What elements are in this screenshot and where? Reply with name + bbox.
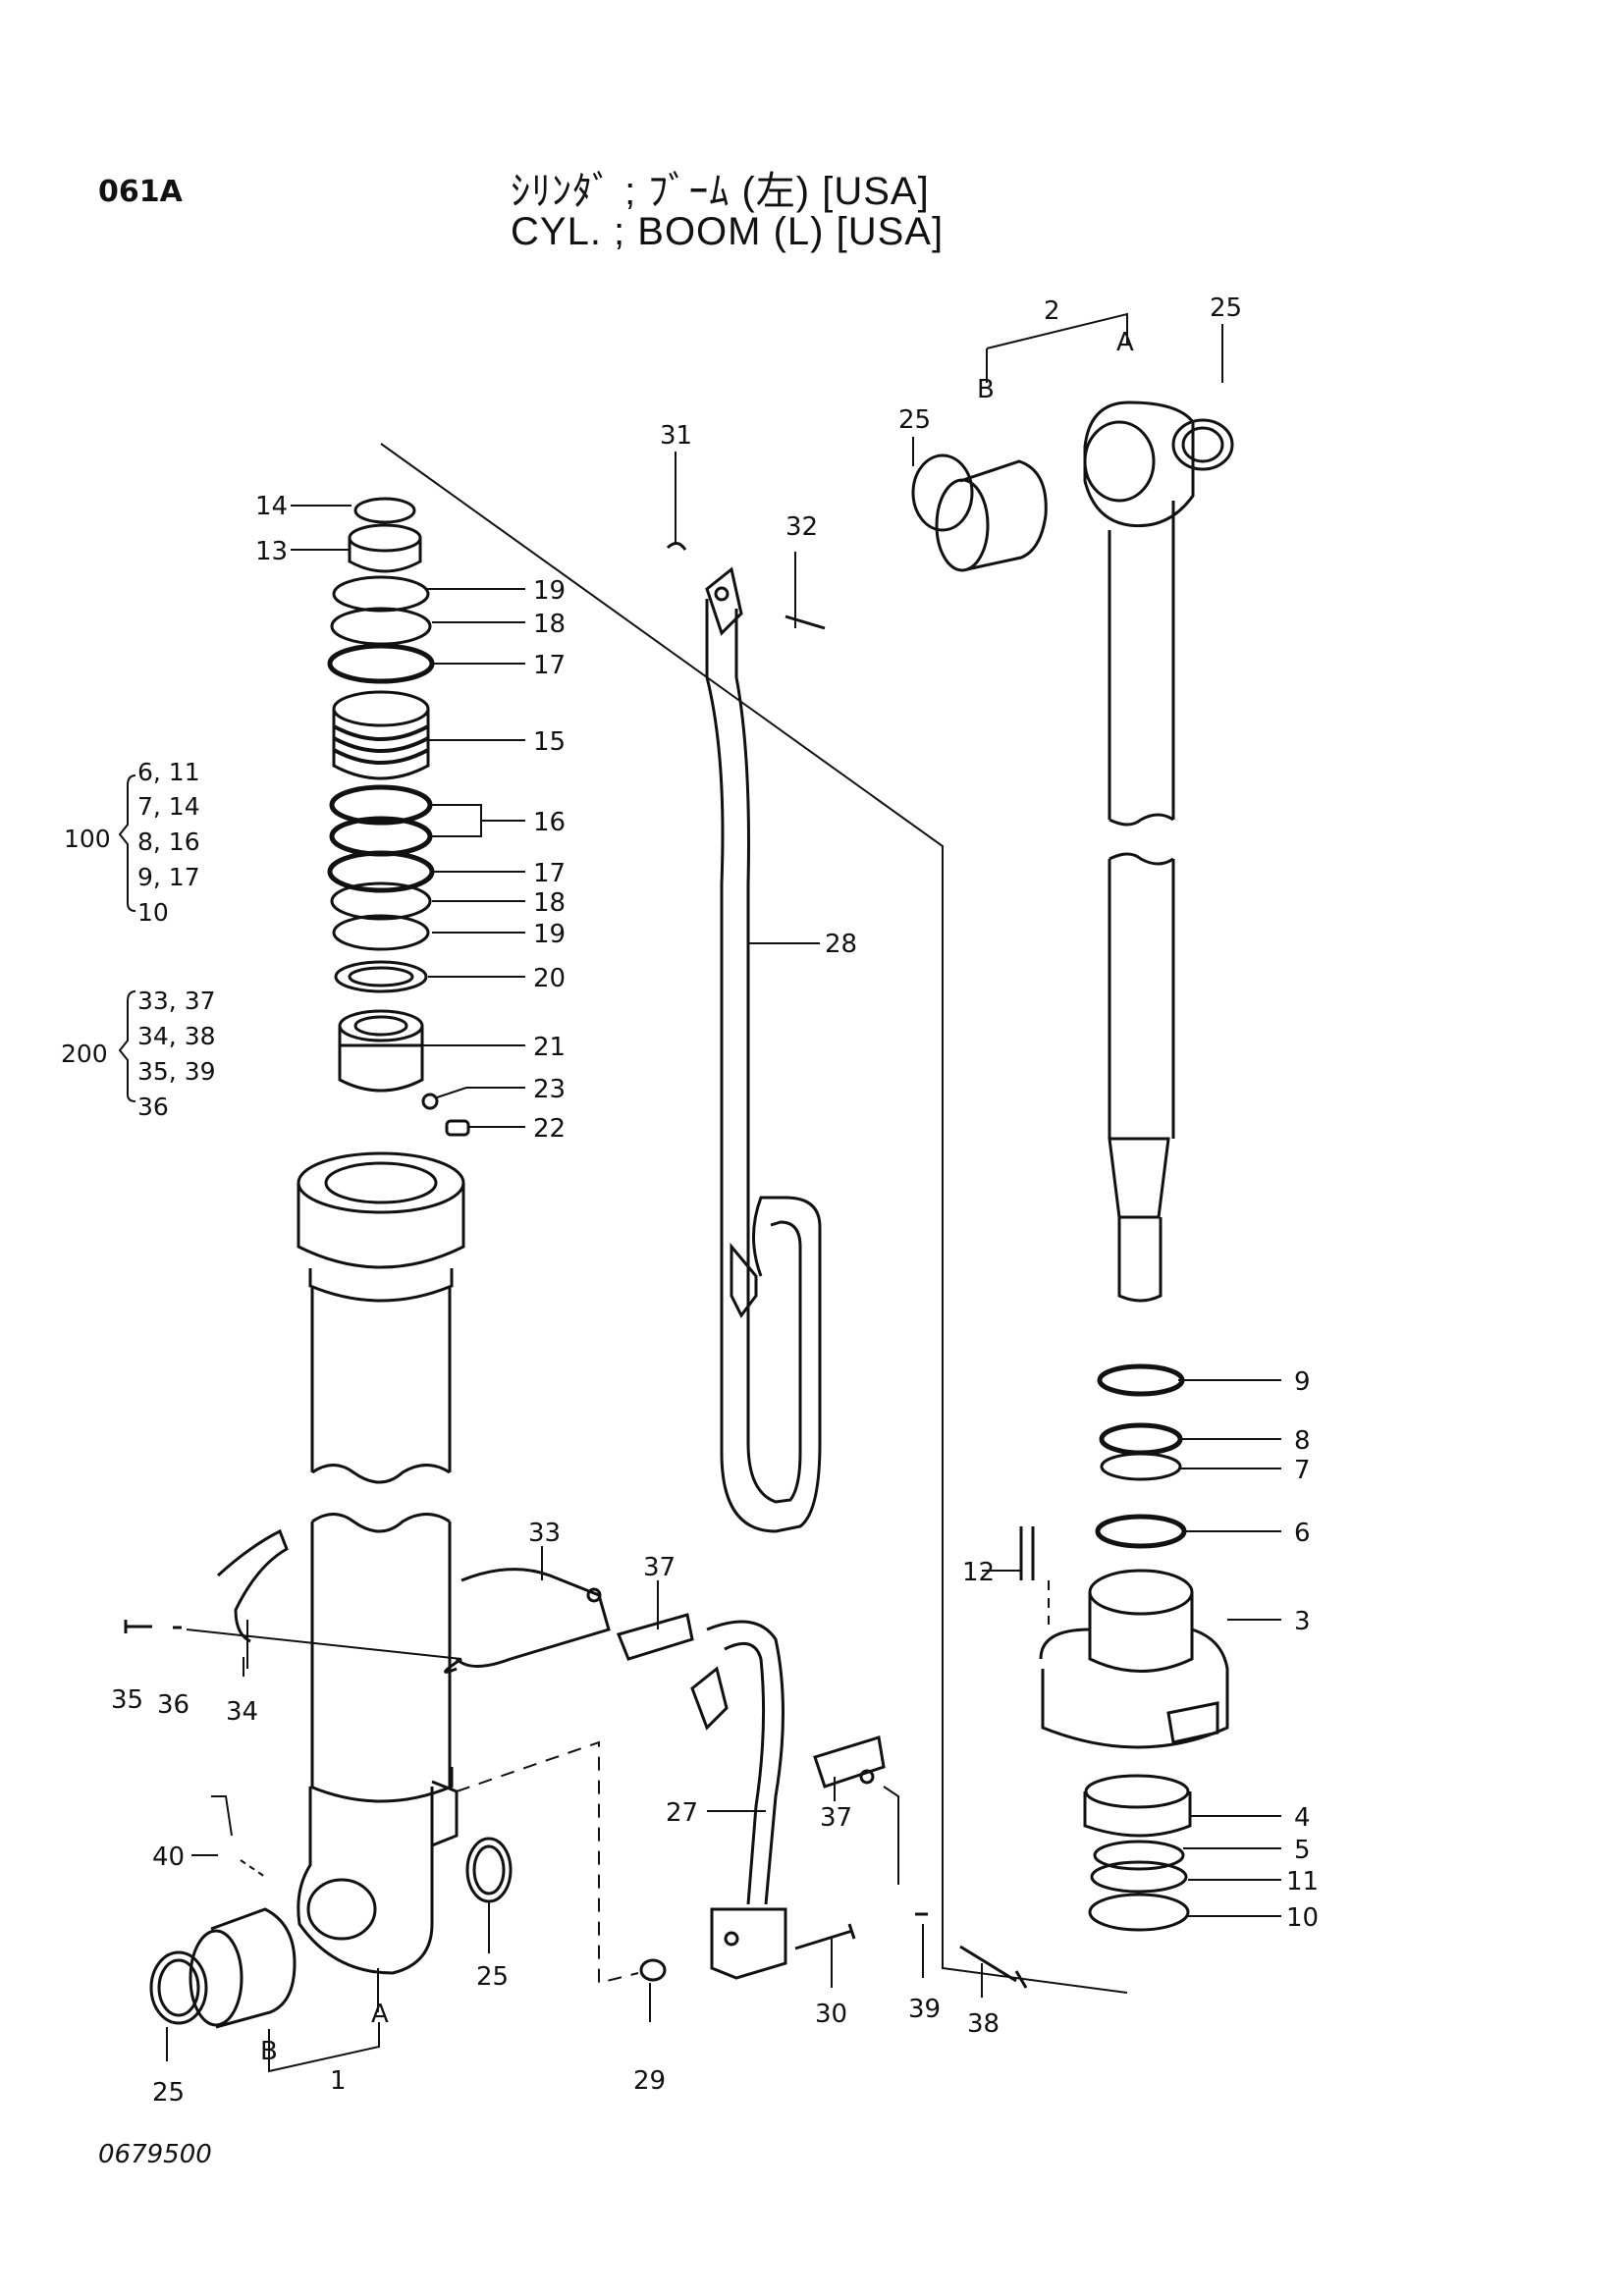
rod-head-parts — [1019, 1363, 1229, 1932]
cylinder-tube — [297, 1151, 465, 1975]
group-200-item: 34, 38 — [137, 1022, 216, 1050]
part-label: 19 — [533, 576, 566, 606]
part-label: 25 — [152, 2078, 185, 2108]
part-label: 39 — [908, 1995, 941, 2024]
leader-lines — [166, 312, 1281, 2073]
part-label: 19 — [533, 920, 566, 949]
part-label: 23 — [533, 1075, 566, 1104]
group-100-item: 7, 14 — [137, 792, 200, 821]
drawing-number: 0679500 — [98, 2140, 212, 2169]
group-200-item: 33, 37 — [137, 987, 216, 1015]
part-label: 28 — [825, 930, 857, 959]
title-japanese: ｼﾘﾝﾀﾞ ; ﾌﾞｰﾑ (左) [USA] — [511, 170, 930, 213]
part-label: A — [1116, 328, 1134, 357]
part-label: 25 — [898, 405, 931, 435]
group-100-item: 8, 16 — [137, 828, 200, 856]
nut-part — [338, 1009, 470, 1137]
part-label: 37 — [820, 1803, 852, 1833]
part-label: 3 — [1294, 1607, 1311, 1636]
part-label: 34 — [226, 1697, 258, 1727]
pipe-clips — [616, 1613, 886, 1789]
part-label: 17 — [533, 859, 566, 888]
part-label: 13 — [255, 537, 288, 566]
part-label: A — [371, 2000, 389, 2029]
part-label: 35 — [111, 1685, 143, 1715]
part-label: 15 — [533, 727, 566, 757]
part-label: 5 — [1294, 1836, 1311, 1865]
part-label: 38 — [967, 2009, 1000, 2039]
part-label: 12 — [962, 1558, 995, 1587]
part-label: 32 — [785, 512, 818, 542]
part-label: 17 — [533, 651, 566, 680]
part-label: 9 — [1294, 1367, 1311, 1397]
part-label: 11 — [1286, 1867, 1319, 1896]
part-label: 6 — [1294, 1519, 1311, 1548]
pipe-27 — [639, 1620, 1028, 1989]
line-art — [118, 312, 1281, 2073]
part-label: 25 — [476, 1962, 509, 1992]
part-label: 21 — [533, 1033, 566, 1062]
part-label: 16 — [533, 808, 566, 837]
part-label: B — [260, 2037, 278, 2066]
clamp-parts — [124, 1528, 611, 1674]
group-200-item: 36 — [137, 1093, 169, 1121]
part-label: B — [977, 375, 995, 404]
part-label: 4 — [1294, 1803, 1311, 1833]
part-label: 18 — [533, 888, 566, 918]
part-label: 18 — [533, 610, 566, 639]
part-label: 31 — [660, 421, 692, 451]
part-label: 10 — [1286, 1903, 1319, 1933]
part-label: 7 — [1294, 1456, 1311, 1485]
group-100-item: 9, 17 — [137, 863, 200, 891]
part-label: 37 — [643, 1553, 676, 1582]
seal-stack — [327, 497, 435, 993]
group-100-label: 100 — [64, 825, 111, 853]
part-label: 36 — [157, 1690, 189, 1720]
pipe-28 — [666, 542, 826, 1533]
title-english: CYL. ; BOOM (L) [USA] — [511, 210, 945, 253]
part-label: 22 — [533, 1114, 566, 1144]
part-label: 8 — [1294, 1426, 1311, 1456]
part-label: 29 — [633, 2066, 666, 2096]
part-label: 20 — [533, 964, 566, 993]
group-200-label: 200 — [61, 1040, 108, 1068]
part-label: 30 — [815, 2000, 847, 2029]
group-100-item: 10 — [137, 898, 169, 927]
catalog-code: 061A — [98, 175, 183, 209]
part-labels: 14 13 19 18 17 15 16 17 18 19 20 21 23 2… — [111, 294, 1319, 2108]
part-label: 2 — [1044, 296, 1060, 326]
bushing-left — [149, 1837, 513, 2029]
part-label: 1 — [330, 2066, 347, 2096]
part-label: 25 — [1210, 294, 1242, 323]
part-label: 33 — [528, 1519, 561, 1548]
part-label: 14 — [255, 492, 288, 521]
group-200-item: 35, 39 — [137, 1057, 216, 1086]
group-100-item: 6, 11 — [137, 758, 200, 786]
piston-rod — [911, 400, 1234, 1303]
part-label: 40 — [152, 1842, 185, 1872]
part-label: 27 — [666, 1798, 698, 1828]
